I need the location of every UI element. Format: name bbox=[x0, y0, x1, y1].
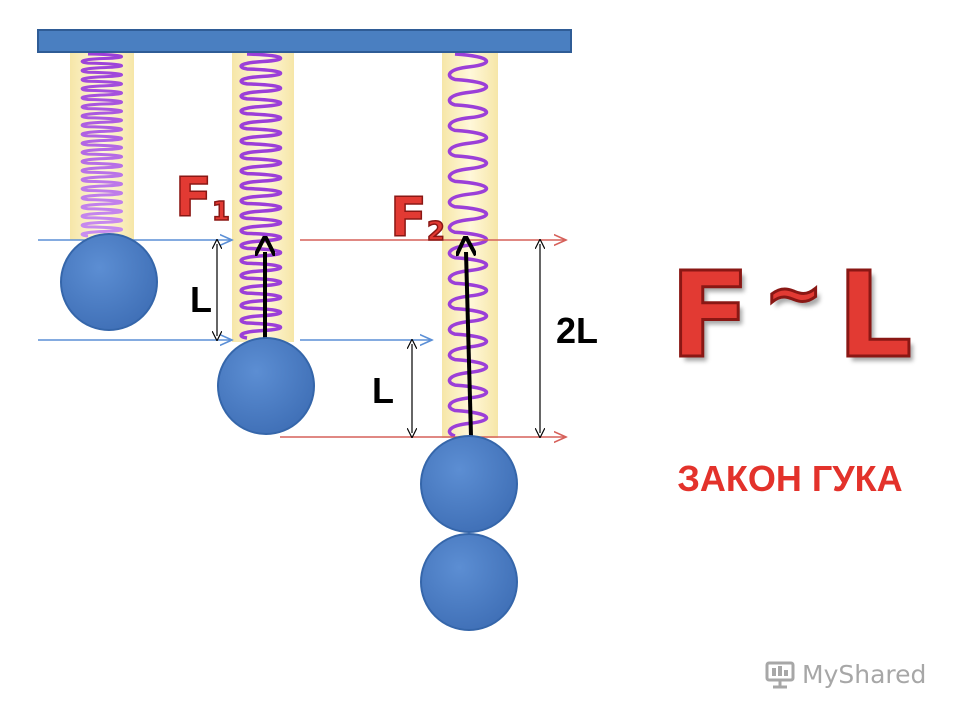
formula-force: F bbox=[668, 245, 755, 386]
force-label-f2-letter: F bbox=[390, 186, 427, 249]
force-arrow-2 bbox=[466, 252, 471, 437]
spring-2 bbox=[239, 52, 283, 340]
label-2l: 2L bbox=[556, 310, 598, 351]
force-label-f1: F1 bbox=[175, 166, 230, 229]
myshared-logo-icon bbox=[765, 661, 795, 689]
label-l-second: L bbox=[372, 370, 394, 411]
law-title: ЗАКОН ГУКА bbox=[677, 458, 903, 499]
ceiling-beam bbox=[37, 29, 572, 53]
ball-3-upper bbox=[420, 435, 518, 533]
hooke-formula: F~L bbox=[668, 245, 918, 386]
formula-proportional: ~ bbox=[763, 251, 828, 336]
force-label-f2: F2 bbox=[390, 186, 445, 249]
force-label-f1-sub: 1 bbox=[212, 197, 230, 227]
myshared-logo: MyShared bbox=[764, 654, 926, 694]
ball-1 bbox=[60, 233, 158, 331]
spring-1 bbox=[80, 52, 124, 238]
force-label-f1-letter: F bbox=[175, 166, 212, 229]
ball-3-lower bbox=[420, 533, 518, 631]
formula-length: L bbox=[836, 245, 917, 386]
label-l-first: L bbox=[190, 279, 212, 320]
logo-text: MyShared bbox=[802, 659, 927, 689]
force-label-f2-sub: 2 bbox=[427, 217, 445, 247]
ball-2 bbox=[217, 337, 315, 435]
